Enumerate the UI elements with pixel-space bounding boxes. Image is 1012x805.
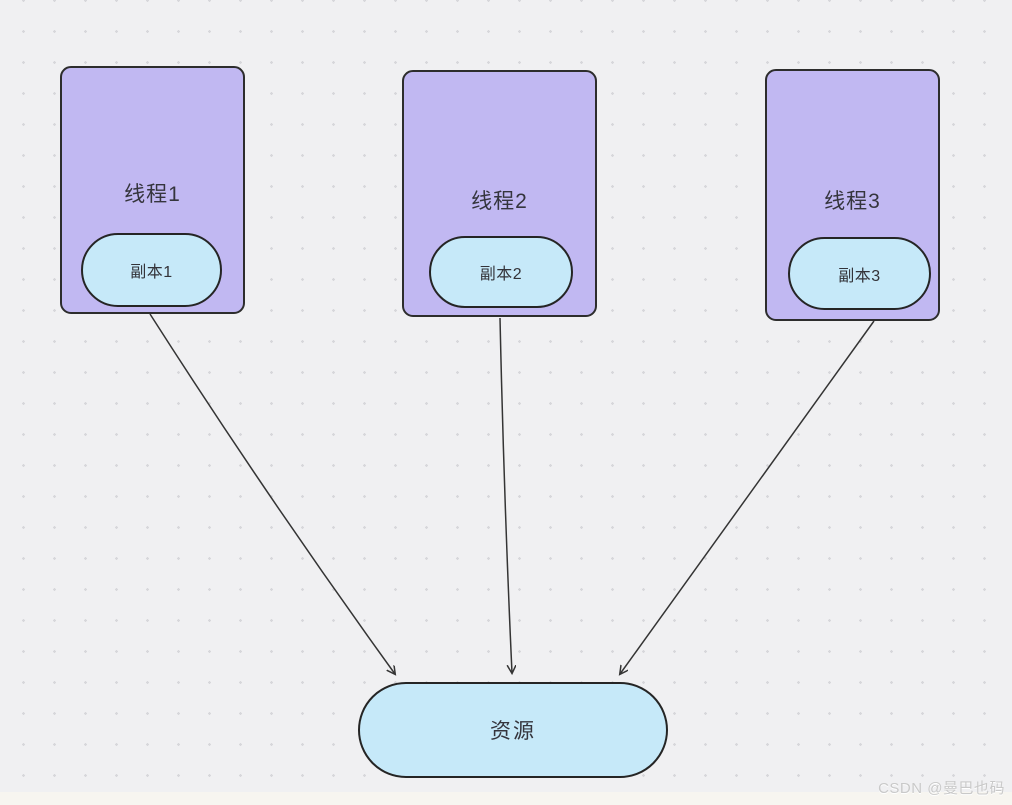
thread-box-2: 线程2 副本2 — [402, 70, 597, 317]
replica-2-label: 副本2 — [479, 266, 523, 283]
arrow-thread2-to-resource — [499, 317, 512, 673]
resource-label: 资源 — [490, 720, 536, 743]
replica-pill-2: 副本2 — [429, 236, 573, 308]
replica-pill-1: 副本1 — [81, 233, 222, 307]
replica-1-label: 副本1 — [130, 264, 173, 281]
bottom-strip — [0, 792, 1012, 805]
watermark: CSDN @曼巴也码 — [878, 780, 1005, 797]
thread-3-label: 线程3 — [824, 190, 881, 213]
thread-box-1: 线程1 副本1 — [60, 66, 245, 314]
thread-box-3: 线程3 副本3 — [765, 69, 940, 321]
thread-2-label: 线程2 — [471, 190, 528, 213]
replica-3-label: 副本3 — [838, 267, 881, 285]
resource-pill: 资源 — [358, 682, 668, 778]
arrow-thread1-to-resource — [149, 313, 395, 674]
arrow-thread3-to-resource — [620, 320, 875, 674]
thread-1-label: 线程1 — [124, 183, 181, 206]
replica-pill-3: 副本3 — [788, 237, 931, 310]
